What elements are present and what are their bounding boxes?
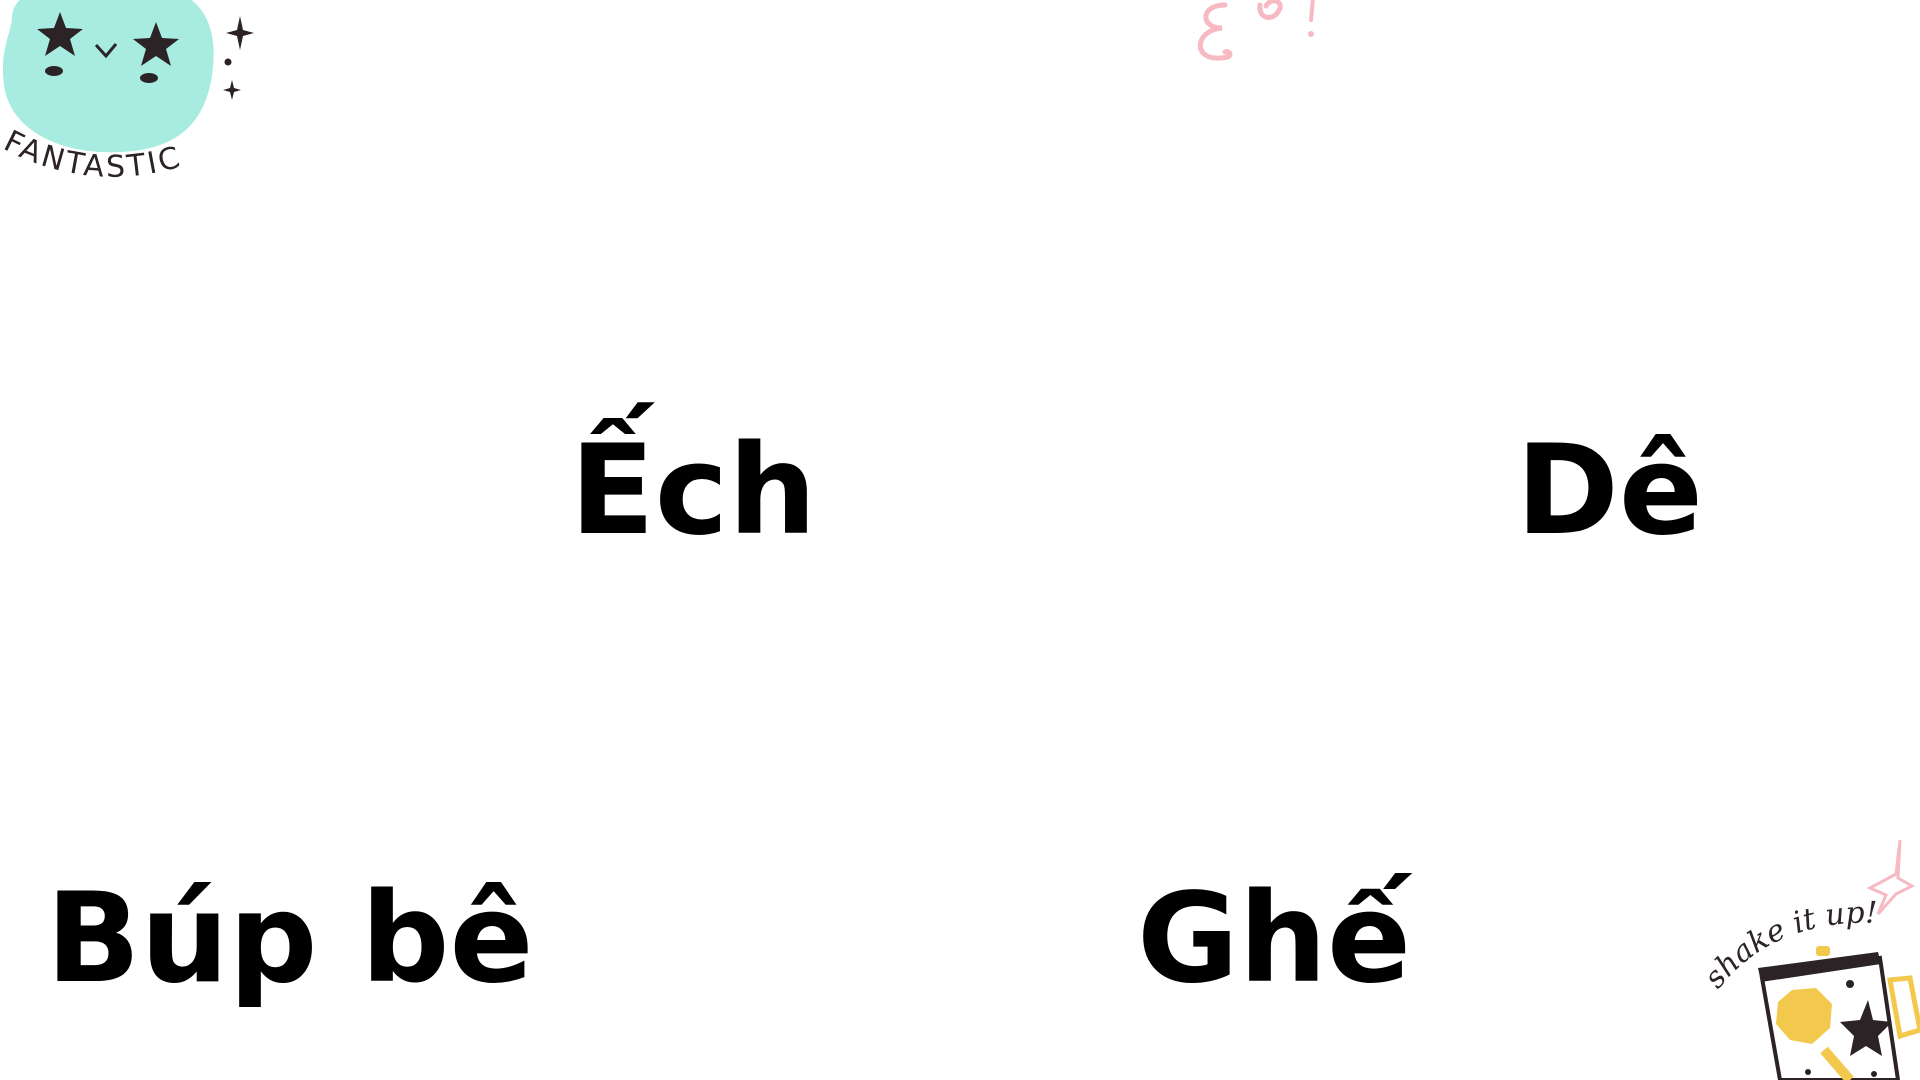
pink-swirl-doodle-icon	[1197, 0, 1315, 61]
word-bup-be: Búp bê	[46, 867, 534, 1011]
face-blob-shape	[2, 0, 214, 153]
sparkle-icon	[226, 16, 254, 50]
cheek-right-icon	[140, 73, 158, 83]
sparkle-small-icon	[223, 80, 241, 100]
black-star-icon	[1840, 1000, 1892, 1056]
sparkle-dot-icon	[224, 58, 232, 66]
star-eye-right-icon	[133, 22, 179, 66]
pink-sparkle-icon	[1866, 840, 1916, 916]
fantastic-face-sticker: FANTASTIC	[0, 0, 254, 185]
jar-lid-shape	[1758, 952, 1881, 982]
cheek-left-icon	[45, 66, 63, 76]
mouth-icon	[94, 43, 118, 59]
word-ghe: Ghế	[1137, 867, 1412, 1011]
jar-handle-shape	[1887, 975, 1920, 1040]
shake-it-up-sticker: shake it up!	[1700, 840, 1920, 1080]
yellow-stripe-shape	[1820, 1046, 1854, 1080]
yellow-octagon-shape	[1776, 988, 1832, 1044]
jar-knob-shape	[1816, 946, 1830, 956]
word-de: Dê	[1516, 419, 1704, 563]
word-ech: Ếch	[570, 419, 817, 563]
star-eye-left-icon	[37, 12, 83, 56]
